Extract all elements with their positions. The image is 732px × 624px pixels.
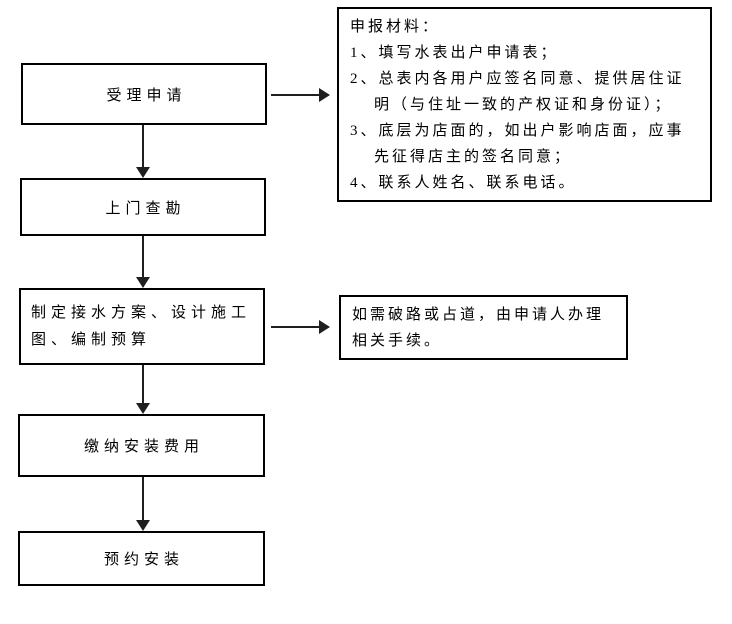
note-road-permit: 如需破路或占道，由申请人办理 相关手续。 xyxy=(339,295,628,360)
flow-step-site-survey: 上门查勘 xyxy=(20,178,266,236)
arrow-accept-to-materials-icon xyxy=(271,88,330,102)
note-materials-line: 1、填写水表出户申请表； xyxy=(350,45,559,61)
arrow-accept-to-survey-icon xyxy=(136,125,150,178)
flow-step-schedule-installation: 预约安装 xyxy=(18,531,265,586)
note-materials-title: 申报材料： xyxy=(350,19,441,35)
arrow-pay-to-schedule-icon xyxy=(136,477,150,531)
note-materials-line: 先征得店主的签名同意； xyxy=(374,149,573,165)
flow-step-plan-design-budget: 制定接水方案、设计施工 图、编制预算 xyxy=(19,288,265,365)
arrow-plan-to-pay-icon xyxy=(136,365,150,414)
arrow-survey-to-plan-icon xyxy=(136,236,150,288)
arrow-plan-to-road-icon xyxy=(271,320,330,334)
note-materials-line: 3、底层为店面的，如出户影响店面，应事 xyxy=(350,123,685,139)
note-materials-line: 2、总表内各用户应签名同意、提供居住证 xyxy=(350,71,685,87)
flow-step-pay-installation-fee: 缴纳安装费用 xyxy=(18,414,265,477)
note-application-materials: 申报材料： 1、填写水表出户申请表； 2、总表内各用户应签名同意、提供居住证 明… xyxy=(337,7,712,202)
flow-step-accept-application: 受理申请 xyxy=(21,63,267,125)
note-materials-line: 4、联系人姓名、联系电话。 xyxy=(350,175,577,191)
note-materials-line: 明（与住址一致的产权证和身份证）； xyxy=(374,97,673,113)
